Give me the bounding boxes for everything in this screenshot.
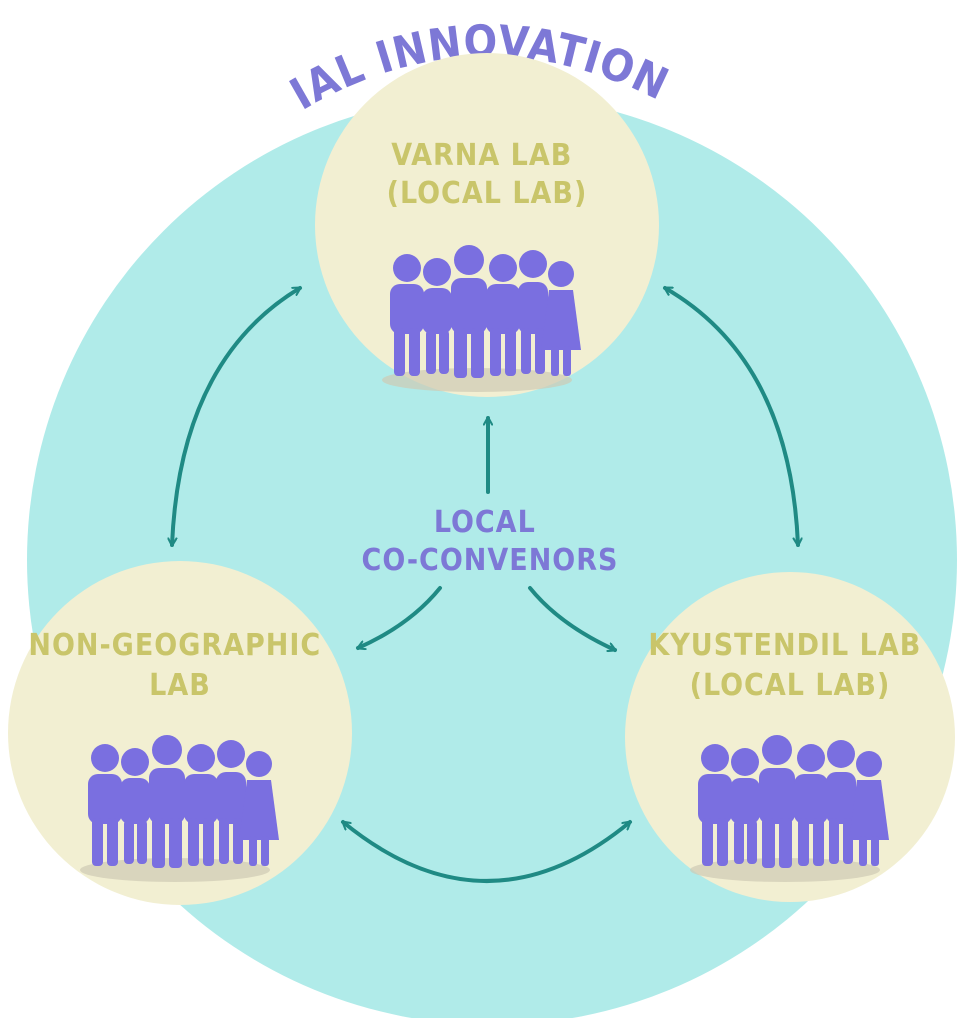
arrow-varna-nongeographic	[172, 286, 302, 547]
arrow-center-to-kyustendil	[528, 586, 617, 650]
arrow-varna-kyustendil	[663, 286, 798, 547]
varna-people-group-icon	[382, 245, 581, 392]
kyustendil-lab-line-1: KYUSTENDIL LAB	[648, 628, 921, 663]
kyustendil-lab-line-2: (LOCAL LAB)	[690, 668, 891, 703]
local-co-convenors-label: LOCAL CO-CONVENORS	[362, 505, 619, 578]
varna-lab-line-1: VARNA LAB	[391, 138, 572, 173]
varna-lab-label: VARNA LAB (LOCAL LAB)	[387, 138, 588, 211]
non-geographic-lab-line-2: LAB	[149, 668, 211, 703]
arrow-nongeographic-kyustendil	[341, 820, 632, 883]
kyustendil-lab-label: KYUSTENDIL LAB (LOCAL LAB)	[648, 628, 931, 703]
arrow-center-to-nongeographic	[356, 586, 442, 648]
kyustendil-people-group-icon	[690, 735, 889, 882]
center-label-line-1: LOCAL	[434, 505, 536, 540]
non-geographic-lab-label: NON-GEOGRAPHIC LAB	[28, 628, 331, 703]
non-geographic-lab-line-1: NON-GEOGRAPHIC	[28, 628, 321, 663]
varna-lab-line-2: (LOCAL LAB)	[387, 176, 588, 211]
center-label-line-2: CO-CONVENORS	[362, 543, 619, 578]
non-geographic-people-group-icon	[80, 735, 279, 882]
varna-lab-circle	[315, 53, 659, 397]
